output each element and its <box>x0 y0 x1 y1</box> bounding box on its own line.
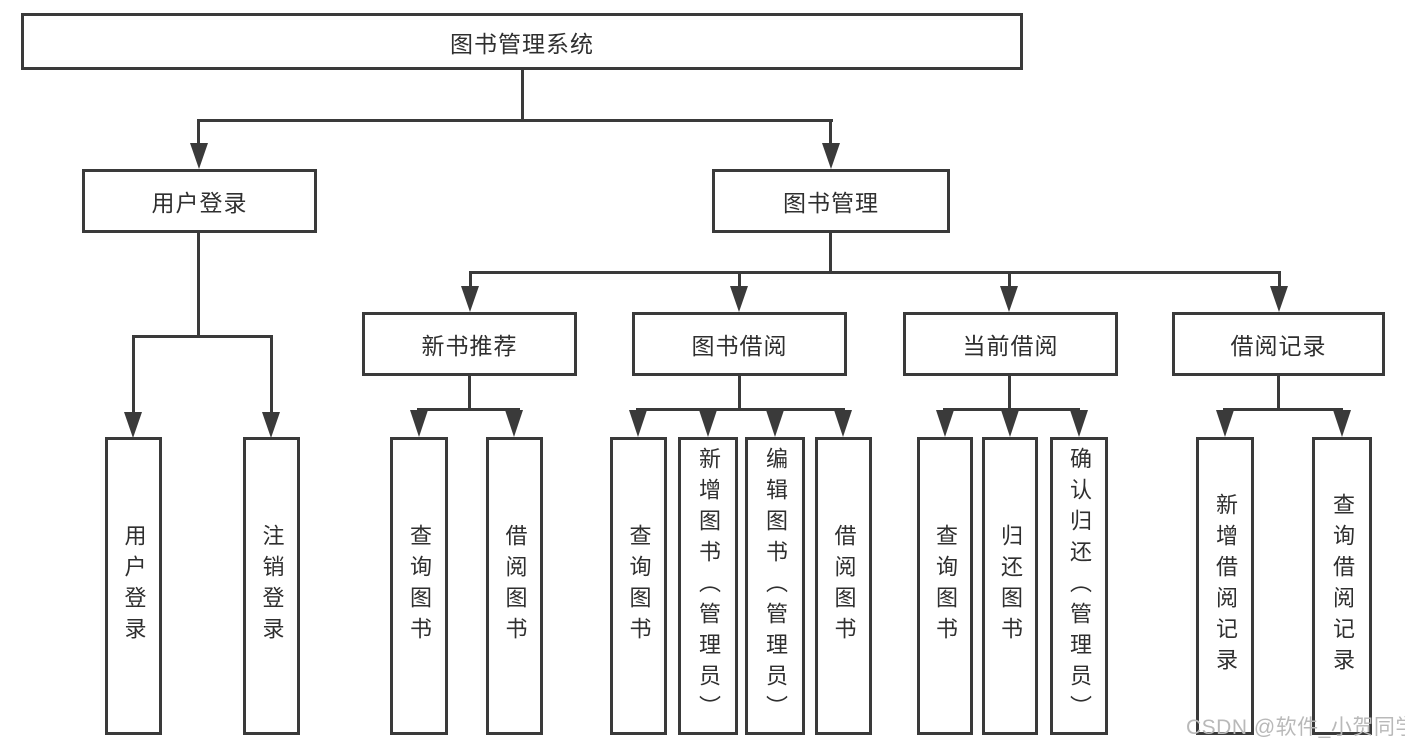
connector-shaft <box>197 119 200 146</box>
node-current-borrow: 当前借阅 <box>903 312 1118 376</box>
node-book-management: 图书管理 <box>712 169 950 233</box>
connector-currentborrow-vline <box>1008 376 1011 411</box>
node-book-borrow: 图书借阅 <box>632 312 847 376</box>
watermark: CSDN @软件_小贺同学 <box>1186 716 1405 739</box>
arrow-down-icon <box>505 410 523 437</box>
connector-shaft <box>829 119 832 146</box>
arrow-down-icon <box>1000 286 1018 312</box>
node-root-library-system: 图书管理系统 <box>21 13 1023 70</box>
connector-newbook-vline <box>468 376 471 411</box>
connector-shaft <box>132 335 135 415</box>
arrow-down-icon <box>1270 286 1288 312</box>
leaf-add-books-admin: 新增图书（管理员） <box>678 437 738 735</box>
arrow-down-icon <box>936 410 954 437</box>
connector-userlogin-hline <box>132 335 273 338</box>
arrow-down-icon <box>766 410 784 437</box>
arrow-down-icon <box>190 143 208 169</box>
leaf-query-books-borrow: 查询图书 <box>610 437 667 735</box>
leaf-borrow-books: 借阅图书 <box>815 437 872 735</box>
connector-bookborrow-hline <box>636 408 845 411</box>
connector-shaft <box>1278 271 1281 289</box>
connector-newbook-hline <box>417 408 520 411</box>
arrow-down-icon <box>629 410 647 437</box>
arrow-down-icon <box>461 286 479 312</box>
leaf-borrow-books-recommend: 借阅图书 <box>486 437 543 735</box>
leaf-query-books-current: 查询图书 <box>917 437 973 735</box>
arrow-down-icon <box>730 286 748 312</box>
arrow-down-icon <box>822 143 840 169</box>
connector-shaft <box>738 271 741 289</box>
arrow-down-icon <box>410 410 428 437</box>
connector-currentborrow-hline <box>943 408 1080 411</box>
arrow-down-icon <box>1216 410 1234 437</box>
connector-bookborrow-vline <box>738 376 741 411</box>
connector-records-vline <box>1277 376 1280 411</box>
connector-bookmgmt-hline <box>469 271 1281 274</box>
leaf-query-books-recommend: 查询图书 <box>390 437 448 735</box>
arrow-down-icon <box>1001 410 1019 437</box>
connector-shaft <box>469 271 472 289</box>
arrow-down-icon <box>124 412 142 438</box>
connector-records-hline <box>1223 408 1343 411</box>
connector-bookmgmt-vline <box>829 233 832 274</box>
node-new-book-recommend: 新书推荐 <box>362 312 577 376</box>
node-borrow-records: 借阅记录 <box>1172 312 1385 376</box>
leaf-logout: 注销登录 <box>243 437 300 735</box>
arrow-down-icon <box>834 410 852 437</box>
leaf-user-login: 用户登录 <box>105 437 162 735</box>
leaf-edit-books-admin: 编辑图书（管理员） <box>745 437 805 735</box>
arrow-down-icon <box>1070 410 1088 437</box>
connector-shaft <box>270 335 273 415</box>
connector-shaft <box>1008 271 1011 289</box>
connector-root-hline <box>197 119 833 122</box>
arrow-down-icon <box>262 412 280 438</box>
connector-root-vline <box>521 70 524 120</box>
arrow-down-icon <box>699 410 717 437</box>
leaf-add-borrow-record: 新增借阅记录 <box>1196 437 1254 735</box>
leaf-return-books: 归还图书 <box>982 437 1038 735</box>
node-user-login: 用户登录 <box>82 169 317 233</box>
arrow-down-icon <box>1333 410 1351 437</box>
connector-userlogin-vline <box>197 233 200 338</box>
leaf-confirm-return-admin: 确认归还（管理员） <box>1050 437 1108 735</box>
leaf-query-borrow-record: 查询借阅记录 <box>1312 437 1372 735</box>
